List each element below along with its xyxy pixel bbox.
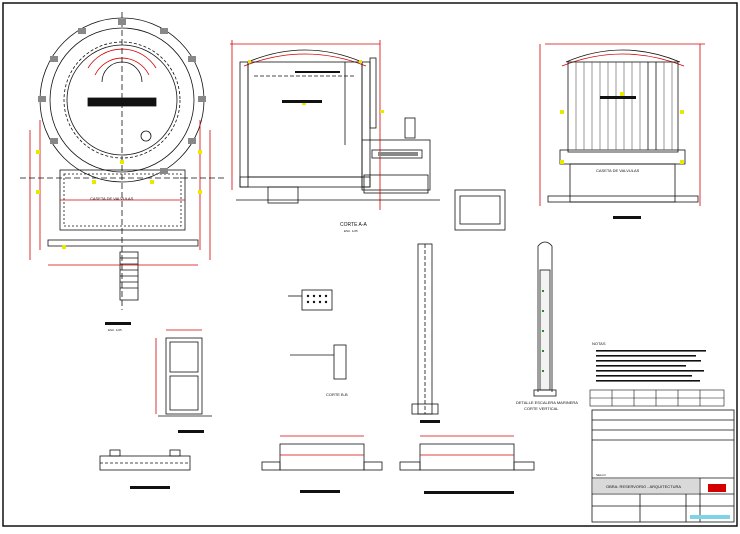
title-block-cyan: [690, 515, 730, 519]
section-a-a-text-block: [282, 100, 322, 103]
ladder-rungs: [542, 290, 544, 372]
section-a-a-hatch: [378, 152, 418, 156]
title-block-seal: SELLO: [596, 473, 606, 477]
ladder-subtitle: CORTE VERTICAL: [524, 406, 559, 411]
section-a-a: [230, 40, 440, 210]
wall-section-title: [420, 420, 440, 423]
door-title: [178, 430, 204, 433]
bottom-section-1: [99, 449, 191, 471]
section-b-b: [539, 43, 705, 206]
notes-title: NOTAS: [592, 341, 606, 346]
detail-corte-bb-small: [290, 344, 347, 380]
sheet-border: [2, 2, 738, 527]
bottom-section-2: [261, 435, 383, 471]
detail-box-right: [454, 189, 506, 231]
door-elevation: [155, 329, 212, 417]
section-a-a-scale: ESC. 1/25: [344, 229, 358, 233]
section-b-b-cladding: [575, 62, 673, 150]
notes-table: [589, 389, 725, 407]
title-block-logo: [708, 484, 726, 492]
section-b-b-title: [613, 216, 641, 219]
detail-grid-dots: [306, 294, 328, 304]
plan-yellow-marks: [36, 150, 202, 249]
wall-section-vertical: [411, 243, 439, 415]
bottom-section-3: [399, 435, 535, 471]
bottom-section-3-title: [424, 491, 514, 494]
section-b-b-yellow: [560, 92, 684, 164]
notes-lines: [596, 350, 706, 382]
bottom-section-1-title: [130, 486, 170, 489]
detail-corte-bb-title: CORTE B-B: [326, 392, 348, 397]
ladder-detail: [533, 241, 557, 397]
ladder-title: DETALLE ESCALERA MARINERA: [516, 400, 578, 405]
title-block: [591, 409, 735, 523]
section-a-a-title: CORTE A-A: [340, 222, 368, 228]
section-b-b-text-block: [600, 96, 636, 99]
section-a-a-yellow: [248, 60, 384, 113]
bottom-section-2-title: [300, 490, 340, 493]
plan-brick-ring: [38, 19, 206, 174]
plan-caseta-label: CASETA DE VALVULAS: [90, 196, 134, 201]
plan-scale: ESC. 1/25: [108, 328, 122, 332]
detail-grid-block: [288, 289, 333, 311]
title-block-shade: [593, 479, 699, 493]
section-b-b-caseta: CASETA DE VALVULAS: [596, 168, 640, 173]
title-block-project: OBRA: RESERVORIO - ARQUITECTURA: [606, 484, 681, 489]
plan-title-bar: [105, 322, 131, 325]
